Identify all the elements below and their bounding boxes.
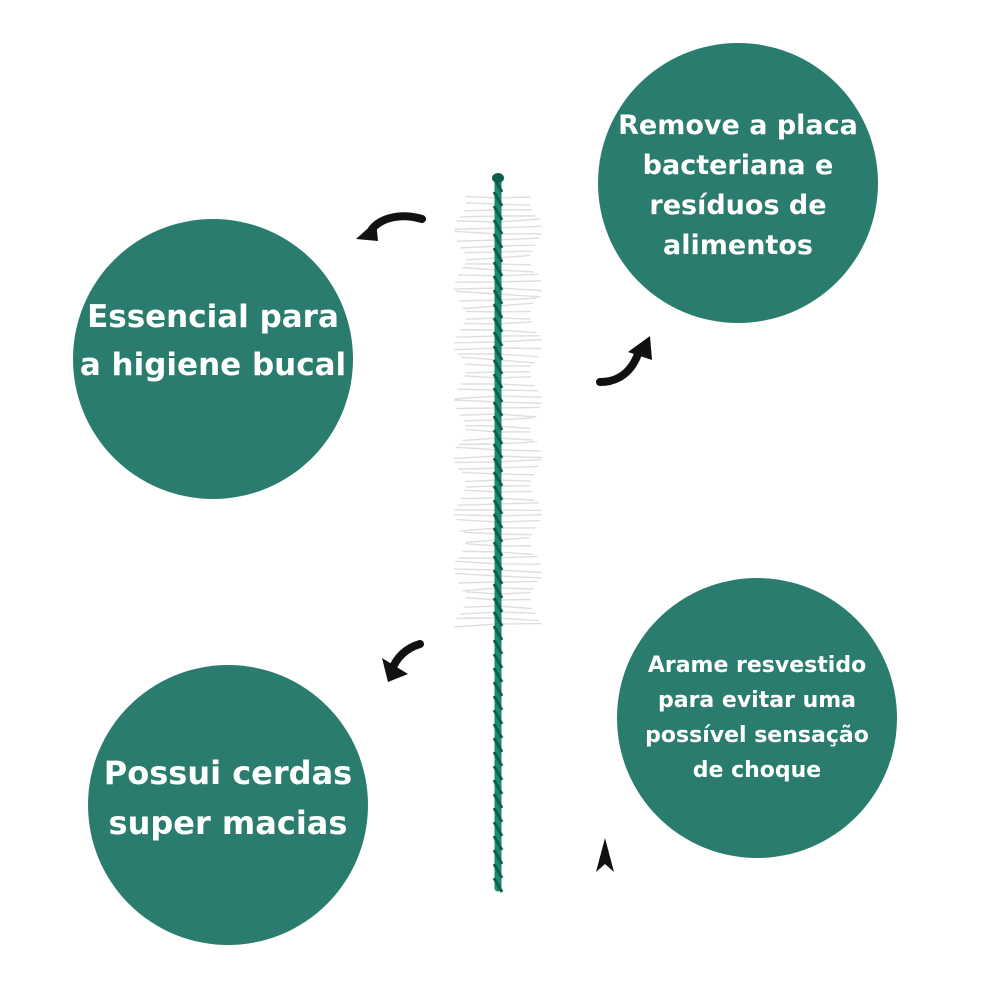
feature-bubble-arame: Arame resvestido para evitar uma possíve… bbox=[617, 578, 897, 858]
feature-text-remove-placa: Remove a placa bacteriana e resíduos de … bbox=[618, 106, 858, 266]
feature-bubble-cerdas: Possui cerdas super macias bbox=[88, 665, 368, 945]
feature-text-cerdas: Possui cerdas super macias bbox=[104, 748, 352, 848]
feature-bubble-remove-placa: Remove a placa bacteriana e resíduos de … bbox=[598, 43, 878, 323]
feature-bubble-essencial: Essencial para a higiene bucal bbox=[73, 219, 353, 499]
curved-arrow-icon bbox=[350, 205, 430, 255]
interdental-brush-icon bbox=[440, 160, 560, 900]
arrow-tip-icon bbox=[594, 836, 616, 876]
curved-arrow-icon bbox=[592, 330, 662, 395]
feature-text-essencial: Essencial para a higiene bucal bbox=[80, 293, 346, 389]
curved-arrow-icon bbox=[378, 636, 430, 688]
brush-wire bbox=[492, 173, 504, 892]
feature-text-arame: Arame resvestido para evitar uma possíve… bbox=[645, 648, 869, 788]
